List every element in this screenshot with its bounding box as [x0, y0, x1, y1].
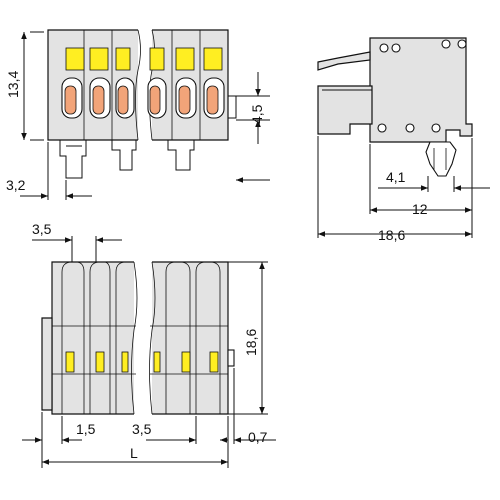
dim-side-pin: 4,1 [386, 169, 406, 185]
side-view: 4,1 12 18,6 [317, 37, 490, 243]
dim-length: L [130, 445, 138, 461]
marker-4 [153, 351, 161, 373]
marker-5 [181, 351, 191, 373]
marker-1 [65, 351, 75, 373]
front-view: 13,4 4,5 3,2 [5, 28, 270, 200]
release-button-2 [89, 47, 109, 71]
dim-offset-left: 3,2 [6, 177, 26, 193]
release-button-4 [149, 47, 165, 71]
dim-bottom-height: 18,6 [243, 329, 259, 356]
release-button-6 [203, 47, 223, 71]
release-button-3 [115, 47, 131, 71]
dim-clip-height: 4,5 [249, 104, 265, 124]
dim-side-total: 18,6 [378, 227, 405, 243]
dim-bottom-right-offset: 0,7 [248, 429, 268, 445]
marker-3 [121, 351, 129, 373]
marker-6 [209, 351, 219, 373]
pins [59, 140, 195, 179]
marker-2 [95, 351, 105, 373]
dim-height-top: 13,4 [5, 71, 21, 98]
release-button-1 [65, 47, 85, 71]
dim-bottom-left-offset: 1,5 [76, 421, 96, 437]
dim-side-depth: 12 [412, 201, 428, 217]
dim-pitch: 3,5 [32, 221, 52, 237]
dim-bottom-pitch: 3,5 [132, 421, 152, 437]
release-button-5 [175, 47, 195, 71]
wire-entries [61, 77, 225, 119]
bottom-view: 3,5 18,6 1,5 3,5 0,7 L [22, 221, 276, 468]
